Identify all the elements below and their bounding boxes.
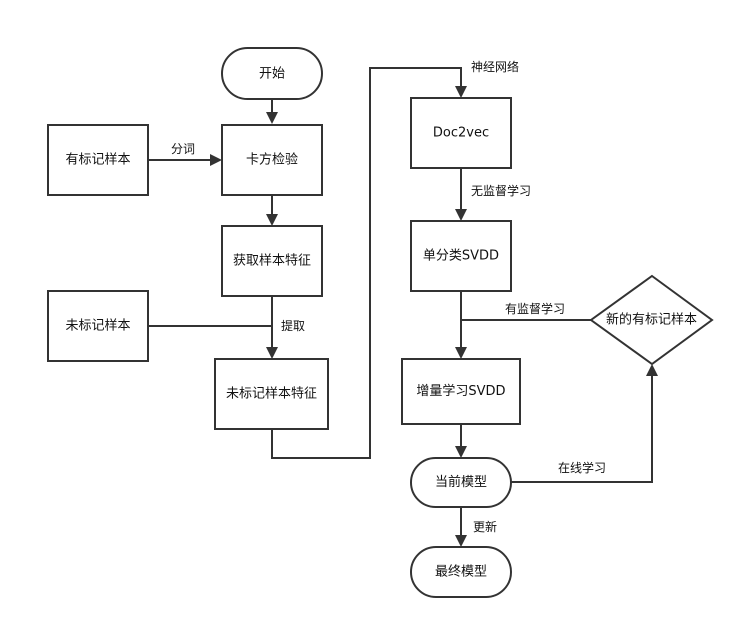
new-labeled-decision — [589, 274, 714, 366]
single-svdd-label: 单分类SVDD — [423, 249, 499, 264]
arrow-to-doc2vec — [455, 86, 467, 98]
edge-unlabeled-features-to-doc2vec — [271, 67, 462, 459]
chi-square-label: 卡方检验 — [246, 152, 298, 168]
arrow-start-to-chi — [266, 112, 278, 124]
unlabeled-features-box — [214, 358, 329, 430]
node-single-svdd: 单分类SVDD — [410, 220, 512, 292]
arrow-to-new-labeled — [646, 364, 658, 376]
new-labeled-label: 新的有标记样本 — [606, 312, 697, 328]
connectors — [148, 67, 658, 547]
doc2vec-label: Doc2vec — [433, 126, 489, 141]
labeled-samples-label: 有标记样本 — [65, 153, 130, 168]
current-model-terminal — [410, 457, 512, 508]
incremental-svdd-label: 增量学习SVDD — [416, 383, 505, 399]
edge-current-to-new-labeled — [511, 374, 653, 483]
node-get-features: 获取样本特征 — [221, 225, 323, 297]
edge-label-unsupervised: 无监督学习 — [471, 183, 531, 198]
unlabeled-features-label: 未标记样本特征 — [226, 387, 317, 402]
incremental-svdd-box — [401, 358, 521, 425]
edge-label-online: 在线学习 — [558, 460, 606, 475]
unlabeled-samples-box — [47, 290, 149, 362]
current-model-label: 当前模型 — [435, 474, 487, 490]
node-incremental-svdd: 增量学习SVDD — [401, 358, 521, 425]
edge-labels: 分词 提取 神经网络 无监督学习 有监督学习 在线学习 更新 — [171, 59, 606, 534]
arrow-chi-to-features — [266, 214, 278, 226]
final-model-terminal — [410, 546, 512, 598]
node-new-labeled: 新的有标记样本 — [589, 274, 714, 366]
labeled-samples-box — [47, 124, 149, 196]
arrow-doc2vec-to-single — [455, 209, 467, 221]
node-final-model: 最终模型 — [410, 546, 512, 598]
single-svdd-box — [410, 220, 512, 292]
edge-label-neural-net: 神经网络 — [471, 59, 519, 74]
node-current-model: 当前模型 — [410, 457, 512, 508]
node-labeled-samples: 有标记样本 — [47, 124, 149, 196]
unlabeled-samples-label: 未标记样本 — [65, 319, 130, 334]
edge-label-supervised: 有监督学习 — [505, 301, 565, 316]
arrow-labeled-to-chi — [210, 154, 222, 166]
start-terminal — [221, 47, 323, 100]
arrow-single-to-incremental — [455, 347, 467, 359]
edge-label-tokenize: 分词 — [171, 142, 195, 156]
node-start: 开始 — [221, 47, 323, 100]
node-unlabeled-features: 未标记样本特征 — [214, 358, 329, 430]
final-model-label: 最终模型 — [435, 564, 487, 580]
arrow-features-to-unlabeled-features — [266, 347, 278, 359]
chi-square-box — [221, 124, 323, 196]
arrow-incremental-to-current — [455, 446, 467, 458]
edge-label-extract: 提取 — [281, 318, 305, 333]
arrow-current-to-final — [455, 535, 467, 547]
node-chi-square: 卡方检验 — [221, 124, 323, 196]
get-features-box — [221, 225, 323, 297]
node-unlabeled-samples: 未标记样本 — [47, 290, 149, 362]
doc2vec-box — [410, 97, 512, 169]
edge-label-update: 更新 — [473, 519, 497, 534]
start-label: 开始 — [259, 67, 285, 82]
node-doc2vec: Doc2vec — [410, 97, 512, 169]
get-features-label: 获取样本特征 — [233, 254, 311, 269]
